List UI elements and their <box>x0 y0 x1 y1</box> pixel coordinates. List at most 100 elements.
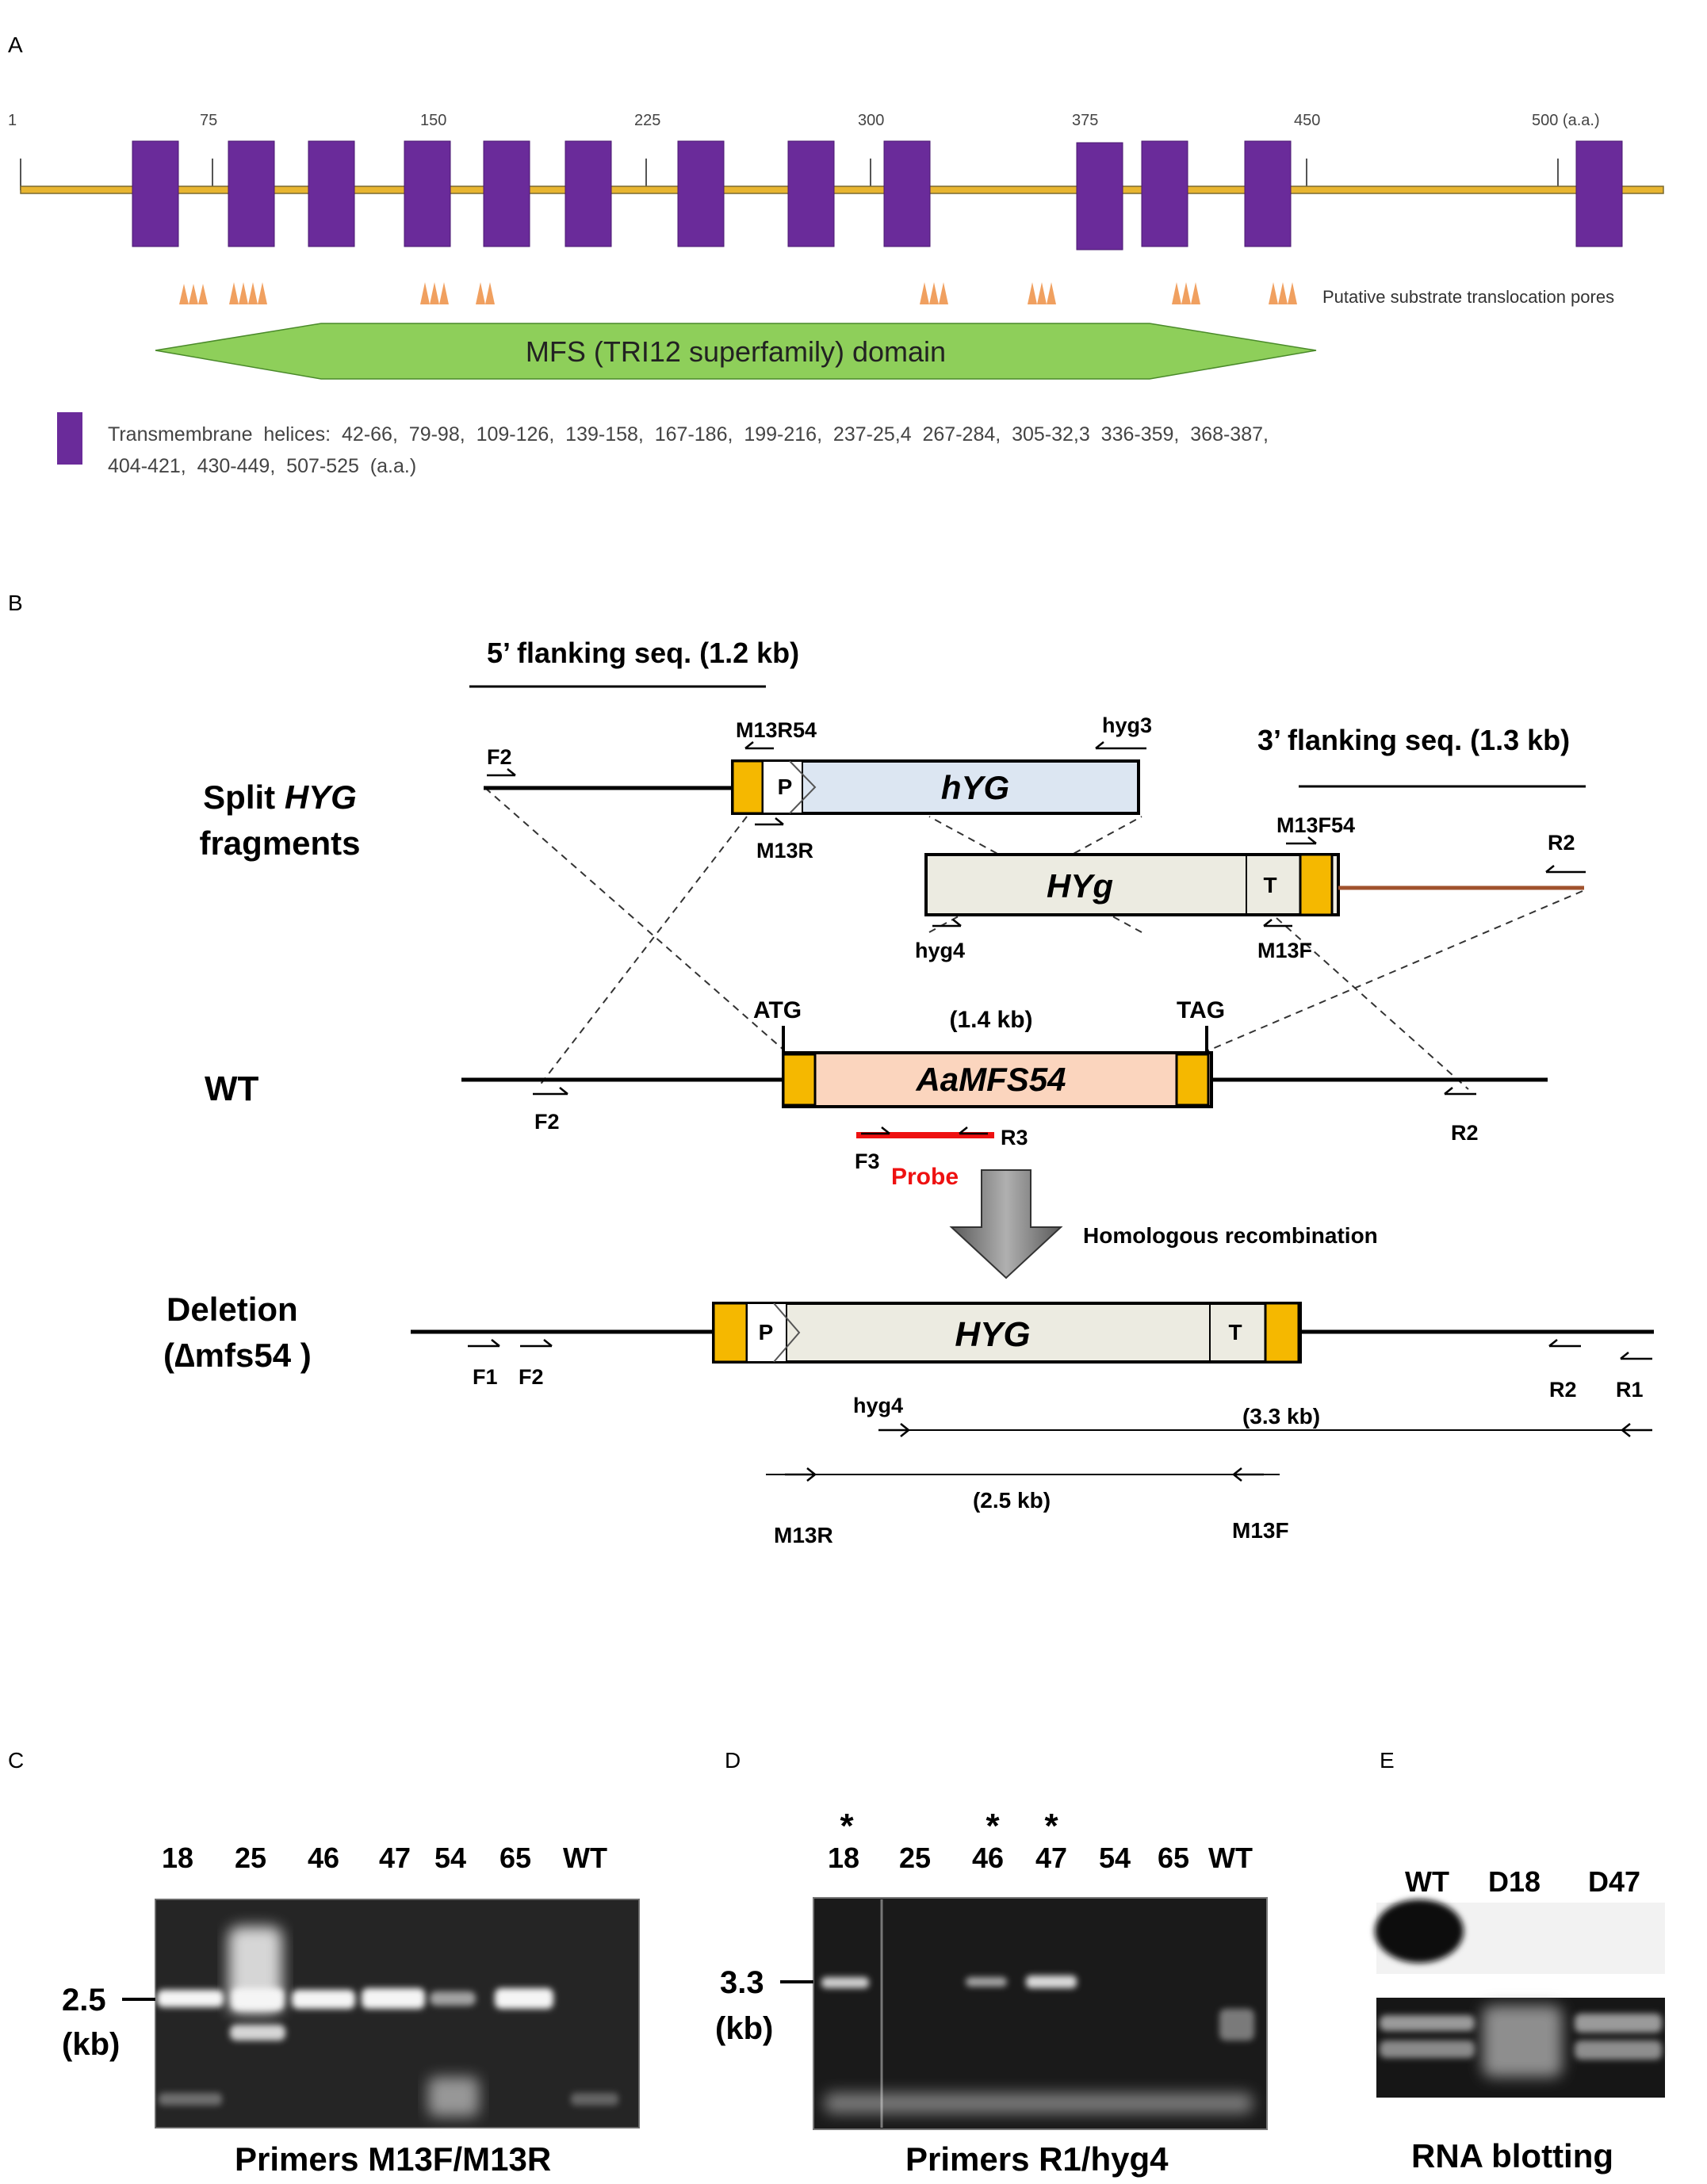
lane-label: WT <box>1208 1842 1253 1874</box>
lane-label: 46 <box>972 1842 1004 1874</box>
gel-band <box>1219 2009 1254 2041</box>
flank-marker <box>712 1302 748 1364</box>
primer-label-m13r: M13R <box>756 839 813 863</box>
helix-7 <box>677 140 725 247</box>
helix-8 <box>787 140 835 247</box>
tick-label-150: 150 <box>420 112 446 129</box>
panel-e-letter: E <box>1380 1748 1395 1773</box>
legend-line-2: 404-421, 430-449, 507-525 (a.a.) <box>108 455 416 477</box>
primer-label-r2-wt: R2 <box>1451 1121 1479 1145</box>
pore-marker <box>1269 282 1297 304</box>
gel-d-background <box>813 1897 1268 2130</box>
promoter-label: P <box>778 775 793 799</box>
gel-d-caption: Primers R1/hyg4 <box>905 2140 1169 2178</box>
lane-labels: 18 25 46 47 54 65 WT <box>162 1842 607 1874</box>
split-hyg-label-2: fragments <box>199 824 360 862</box>
pore-marker <box>920 282 948 304</box>
lane-label: 65 <box>499 1842 531 1874</box>
panel-e: E WT D18 D47 RNA blotting <box>1375 1748 1665 2174</box>
pore-marker <box>229 282 267 304</box>
tick-label-225: 225 <box>634 112 660 129</box>
lane-label: WT <box>1405 1865 1449 1898</box>
legend-line-1: Transmembrane helices: 42-66, 79-98, 109… <box>108 423 1269 446</box>
lane-label: 25 <box>899 1842 931 1874</box>
primer-label-r3: R3 <box>1001 1126 1028 1149</box>
helix-12 <box>1244 140 1292 247</box>
primer-label-f2: F2 <box>487 745 512 769</box>
helix-1 <box>132 140 179 247</box>
primer-arrow-icon <box>755 817 784 826</box>
rna-blotting-caption: RNA blotting <box>1411 2137 1613 2174</box>
gel-band <box>232 1988 284 2010</box>
helix-6 <box>565 140 612 247</box>
primer-arrow-icon <box>1621 1423 1652 1437</box>
primer-arrow-icon <box>1263 919 1292 928</box>
rrna-loading-control <box>1376 1998 1665 2098</box>
primer-label-m13f54: M13F54 <box>1276 813 1355 837</box>
primer-label-m13r-del: M13R <box>774 1523 833 1547</box>
primer-arrow-icon <box>1620 1352 1652 1360</box>
primer-arrow-icon <box>1095 741 1146 750</box>
blot-signal <box>1375 1899 1464 1963</box>
primer-arrow-icon <box>533 1087 568 1096</box>
primer-arrow-icon <box>785 1467 816 1482</box>
recombination-arrow-icon <box>949 1169 1063 1279</box>
size-marker-value: 2.5 <box>62 1983 106 2018</box>
primer-arrow-icon <box>487 768 516 777</box>
gel-band <box>495 1988 553 2009</box>
gel-band <box>966 1977 1007 1987</box>
lane-label: D18 <box>1488 1865 1541 1898</box>
tick-label-375: 375 <box>1072 112 1098 129</box>
lane-labels: WT D18 D47 <box>1405 1865 1640 1898</box>
promoter-label: P <box>759 1320 774 1344</box>
terminator-label: T <box>1228 1320 1242 1344</box>
atg-label: ATG <box>753 997 802 1023</box>
gene-size-label: (1.4 kb) <box>949 1007 1032 1033</box>
protein-backbone <box>20 186 1664 194</box>
panel-d: D * * * 18 25 46 47 54 65 WT <box>715 1748 1268 2178</box>
hyg-cassette <box>712 1302 1302 1364</box>
helix-3 <box>308 140 355 247</box>
primer-arrow-icon <box>520 1339 553 1348</box>
lane-label: 65 <box>1158 1842 1189 1874</box>
panel-c: C 18 25 46 47 54 65 WT <box>8 1748 640 2178</box>
lane-label: 47 <box>1035 1842 1067 1874</box>
size-marker-unit: (kb) <box>62 2027 120 2062</box>
flank-5-label: 5’ flanking seq. (1.2 kb) <box>487 637 799 669</box>
tag-label: TAG <box>1177 997 1225 1023</box>
legend-helix-swatch <box>57 412 82 465</box>
flank-marker <box>1175 1053 1210 1107</box>
lane-label: 46 <box>308 1842 339 1874</box>
primer-label-r1: R1 <box>1616 1378 1644 1402</box>
terminator-label: T <box>1263 873 1276 897</box>
tick-label-75: 75 <box>200 112 217 129</box>
primer-arrow-icon <box>878 1423 909 1437</box>
wt-label: WT <box>205 1069 259 1108</box>
size-marker-value: 3.3 <box>720 1965 764 2000</box>
tick-labels: 1 75 150 225 300 375 450 500 (a.a.) <box>8 112 1600 129</box>
gel-band <box>571 2093 618 2106</box>
star-marker: * <box>840 1807 854 1845</box>
primer-label-f3: F3 <box>855 1149 880 1173</box>
amplicon-3-3-label: (3.3 kb) <box>1242 1404 1320 1429</box>
gel-band <box>362 1988 425 2009</box>
transmembrane-helices <box>132 140 1623 251</box>
hyg-right-fragment <box>924 853 1340 916</box>
tick-label-1: 1 <box>8 112 17 129</box>
primer-label-f1: F1 <box>473 1365 498 1389</box>
hyg-left-label: hYG <box>941 769 1009 806</box>
gel-band <box>428 2077 479 2117</box>
lane-label: 18 <box>828 1842 859 1874</box>
size-marker-unit: (kb) <box>715 2011 773 2046</box>
primer-label-f2-del: F2 <box>519 1365 544 1389</box>
probe-label: Probe <box>891 1164 959 1190</box>
primer-label-hyg3: hyg3 <box>1102 713 1152 737</box>
primer-label-m13r54: M13R54 <box>736 718 817 742</box>
pore-marker <box>420 282 449 304</box>
primer-arrow-icon <box>1444 1087 1476 1096</box>
primer-label-hyg4: hyg4 <box>915 939 965 962</box>
primer-arrow-icon <box>1286 836 1317 845</box>
primer-arrow-icon <box>1233 1467 1264 1482</box>
gel-d <box>813 1897 1268 2130</box>
flank-3-label: 3’ flanking seq. (1.3 kb) <box>1257 724 1570 756</box>
